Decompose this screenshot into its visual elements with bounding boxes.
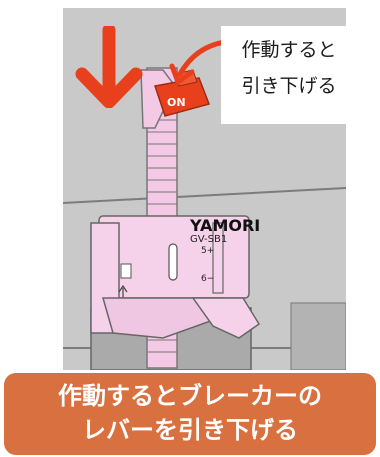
- device-model: GV-SB1: [190, 234, 228, 245]
- yamori-device: [90, 215, 261, 339]
- banner-line-1: 作動するとブレーカーの: [58, 382, 322, 410]
- scale-top-label: 5+: [201, 246, 215, 256]
- breaker-illustration: ON: [63, 67, 346, 370]
- switch-label: ON: [167, 96, 186, 109]
- caption-banner: 作動するとブレーカーの レバーを引き下げる: [4, 373, 376, 455]
- callout-line-2: 引き下げる: [241, 75, 337, 97]
- banner-line-2: レバーを引き下げる: [82, 416, 298, 444]
- device-brand: YAMORI: [190, 216, 261, 235]
- down-arrow-icon: [75, 26, 143, 108]
- callout-box: 作動すると 引き下げる: [221, 26, 357, 124]
- callout-line-1: 作動すると: [241, 39, 337, 61]
- scale-bottom-label: 6−: [201, 274, 215, 284]
